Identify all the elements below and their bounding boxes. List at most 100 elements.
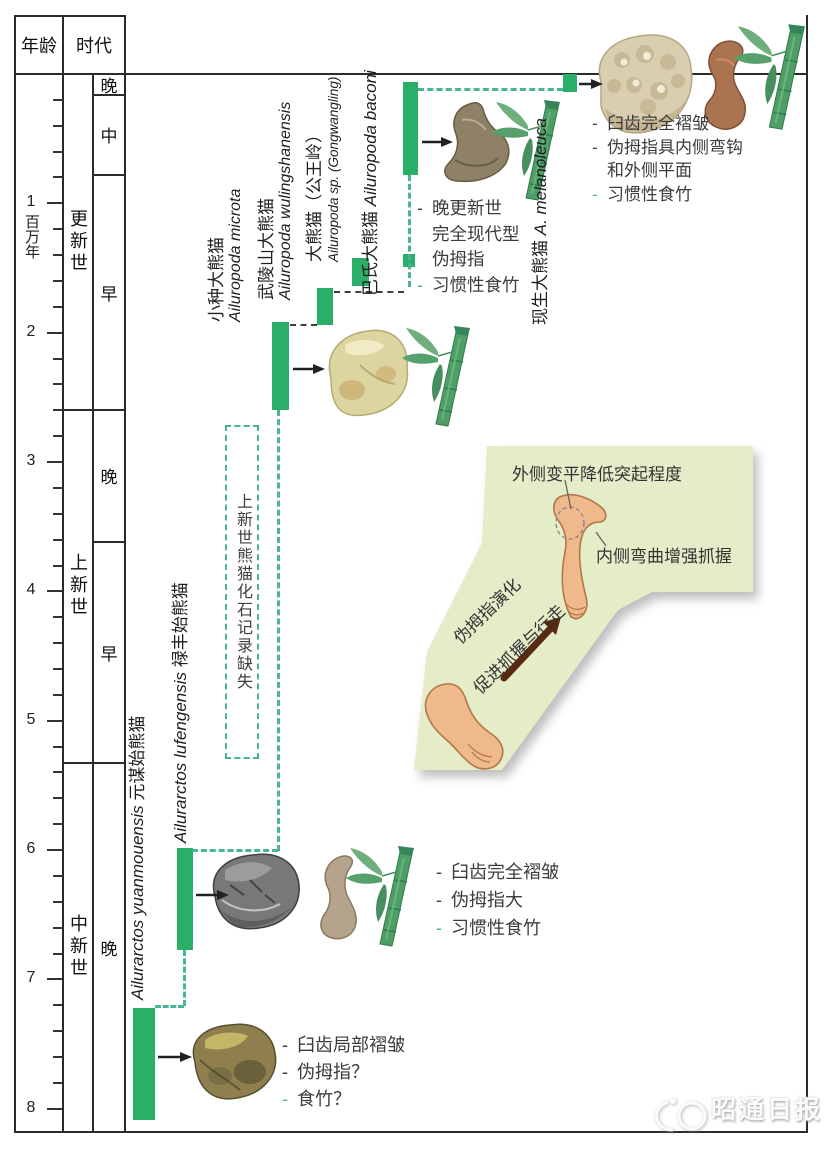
axis-minor-tick	[53, 874, 63, 877]
subera-label: 早	[100, 284, 118, 304]
divider-age-era	[62, 15, 64, 1133]
note-line: -习惯性食竹	[417, 274, 520, 295]
connector-yuanmouensis-lufengensis	[155, 1005, 184, 1008]
range-bar-melanoleuca	[563, 74, 577, 92]
range-bar-wulingshanensis	[317, 288, 333, 325]
axis-tick-label: 5	[26, 710, 36, 728]
subera-label: 晚	[100, 76, 118, 96]
axis-minor-tick	[53, 952, 63, 955]
latin-name: Ailuropoda microta	[227, 188, 244, 322]
era-pliocene-label: 上新世	[68, 553, 88, 619]
subera-middle-pleistocene: 中	[94, 95, 124, 174]
axis-tick-label: 2	[26, 322, 36, 340]
note-line: -臼齿完全褶皱	[592, 114, 709, 133]
note-line: -完全现代型	[432, 223, 520, 244]
border-bottom	[14, 1131, 808, 1133]
divider-era-sub	[92, 74, 94, 1133]
note-line: -和外侧平面	[607, 161, 692, 180]
era-miocene-label: 中新世	[68, 914, 88, 980]
axis-minor-tick	[53, 486, 63, 489]
axis-major-tick	[47, 849, 63, 852]
note-line: -伪拇指？	[282, 1062, 369, 1082]
note-line: -伪拇指	[432, 249, 485, 269]
chinese-name: 武陵山大熊猫	[257, 198, 276, 300]
axis-minor-tick	[53, 693, 63, 696]
axis-minor-tick	[53, 926, 63, 929]
subera-late-miocene: 晚	[94, 763, 124, 1131]
era-pleistocene-label: 更新世	[68, 209, 88, 275]
label-ailurarctos-yuanmouensis: Ailurarctos yuanmouensis 元谋始熊猫	[128, 716, 148, 1000]
fossil-gap-note: 上新世熊猫化石记录缺失	[234, 493, 251, 691]
panel-note-medial: 内侧弯曲增强抓握	[596, 547, 732, 566]
latin-name: Ailurarctos lufengensis	[171, 671, 190, 843]
era-miocene: 中新世	[64, 763, 92, 1131]
range-bar-microta	[272, 322, 289, 410]
boundary-middle-early-pleistocene	[92, 174, 126, 176]
latin-name: A. melanoleuca	[531, 118, 550, 236]
axis-tick-label: 1	[26, 193, 36, 211]
axis-tick-label: 6	[26, 840, 36, 858]
latin-name: Ailuropoda wulingshanensis	[277, 101, 294, 300]
fossil-gap-box: 上新世熊猫化石记录缺失	[225, 425, 259, 759]
axis-minor-tick	[53, 279, 63, 282]
axis-minor-tick	[53, 383, 63, 386]
connector-wulingshanensis-baconi	[334, 291, 404, 293]
era-pliocene: 上新世	[64, 410, 92, 762]
subera-late-pleistocene: 晚	[94, 74, 124, 96]
axis-minor-tick	[53, 745, 63, 748]
boundary-late-middle-pleistocene	[92, 94, 126, 96]
note-line: -食竹？	[282, 1089, 351, 1109]
axis-major-tick	[47, 590, 63, 593]
axis-minor-tick	[53, 797, 63, 800]
chinese-name: 巴氏大熊猫	[361, 211, 380, 296]
latin-name: Ailuropoda baconi	[361, 70, 380, 207]
axis-tick-label: 3	[26, 452, 36, 470]
axis-minor-tick	[53, 1056, 63, 1059]
axis-major-tick	[47, 202, 63, 205]
latin-name: Ailurarctos yuanmouensis	[128, 805, 147, 1000]
watermark-text: 昭通日报	[711, 1096, 824, 1124]
axis-minor-tick	[53, 409, 63, 412]
header-era: 时代	[64, 17, 124, 73]
header-era-label: 时代	[76, 36, 112, 56]
boundary-pleistocene-pliocene	[62, 409, 126, 411]
axis-minor-tick	[53, 823, 63, 826]
chinese-name: 大熊猫（公王岭）	[305, 126, 324, 262]
note-list-yuanmouensis: -臼齿局部褶皱-伪拇指？-食竹？	[282, 1032, 405, 1113]
connector-microta-down	[277, 410, 280, 851]
range-bar-yuanmouensis	[133, 1008, 155, 1120]
axis-minor-tick	[53, 1030, 63, 1033]
range-bar-gongwangling	[352, 258, 369, 286]
divider-era-chart	[124, 15, 126, 1133]
axis-major-tick	[47, 461, 63, 464]
border-left	[14, 15, 16, 1133]
note-line: -习惯性食竹	[592, 184, 692, 204]
axis-major-tick	[47, 719, 63, 722]
axis-minor-tick	[53, 642, 63, 645]
header-age-label: 年龄	[21, 36, 57, 56]
label-ailurarctos-lufengensis: Ailurarctos lufengensis 禄丰始熊猫	[171, 582, 191, 843]
axis-minor-tick	[53, 254, 63, 257]
axis-minor-tick	[53, 1081, 63, 1084]
era-pleistocene: 更新世	[64, 75, 92, 409]
subera-label: 晚	[100, 939, 118, 959]
axis-minor-tick	[53, 305, 63, 308]
axis-minor-tick	[53, 538, 63, 541]
border-top-header	[14, 15, 126, 17]
label-ailuropoda-wulingshanensis: 武陵山大熊猫 Ailuropoda wulingshanensis	[257, 102, 295, 300]
subera-label: 中	[100, 127, 118, 146]
axis-major-tick	[47, 1107, 63, 1110]
axis-minor-tick	[53, 564, 63, 567]
axis-tick-label: 7	[26, 969, 36, 987]
note-line: -臼齿完全褶皱	[436, 862, 559, 882]
label-ailuropoda-gongwangling: 大熊猫（公王岭） Ailuropoda sp. (Gongwangling)	[305, 77, 343, 262]
subera-early-pleistocene: 早	[94, 175, 124, 409]
label-ailuropoda-baconi: 巴氏大熊猫 Ailuropoda baconi	[361, 70, 381, 296]
note-line: -伪拇指具内侧弯钩	[592, 137, 743, 157]
header-age: 年龄	[16, 17, 62, 73]
boundary-late-early-pliocene	[92, 541, 126, 543]
axis-minor-tick	[53, 900, 63, 903]
note-line: -习惯性食竹	[436, 918, 541, 938]
